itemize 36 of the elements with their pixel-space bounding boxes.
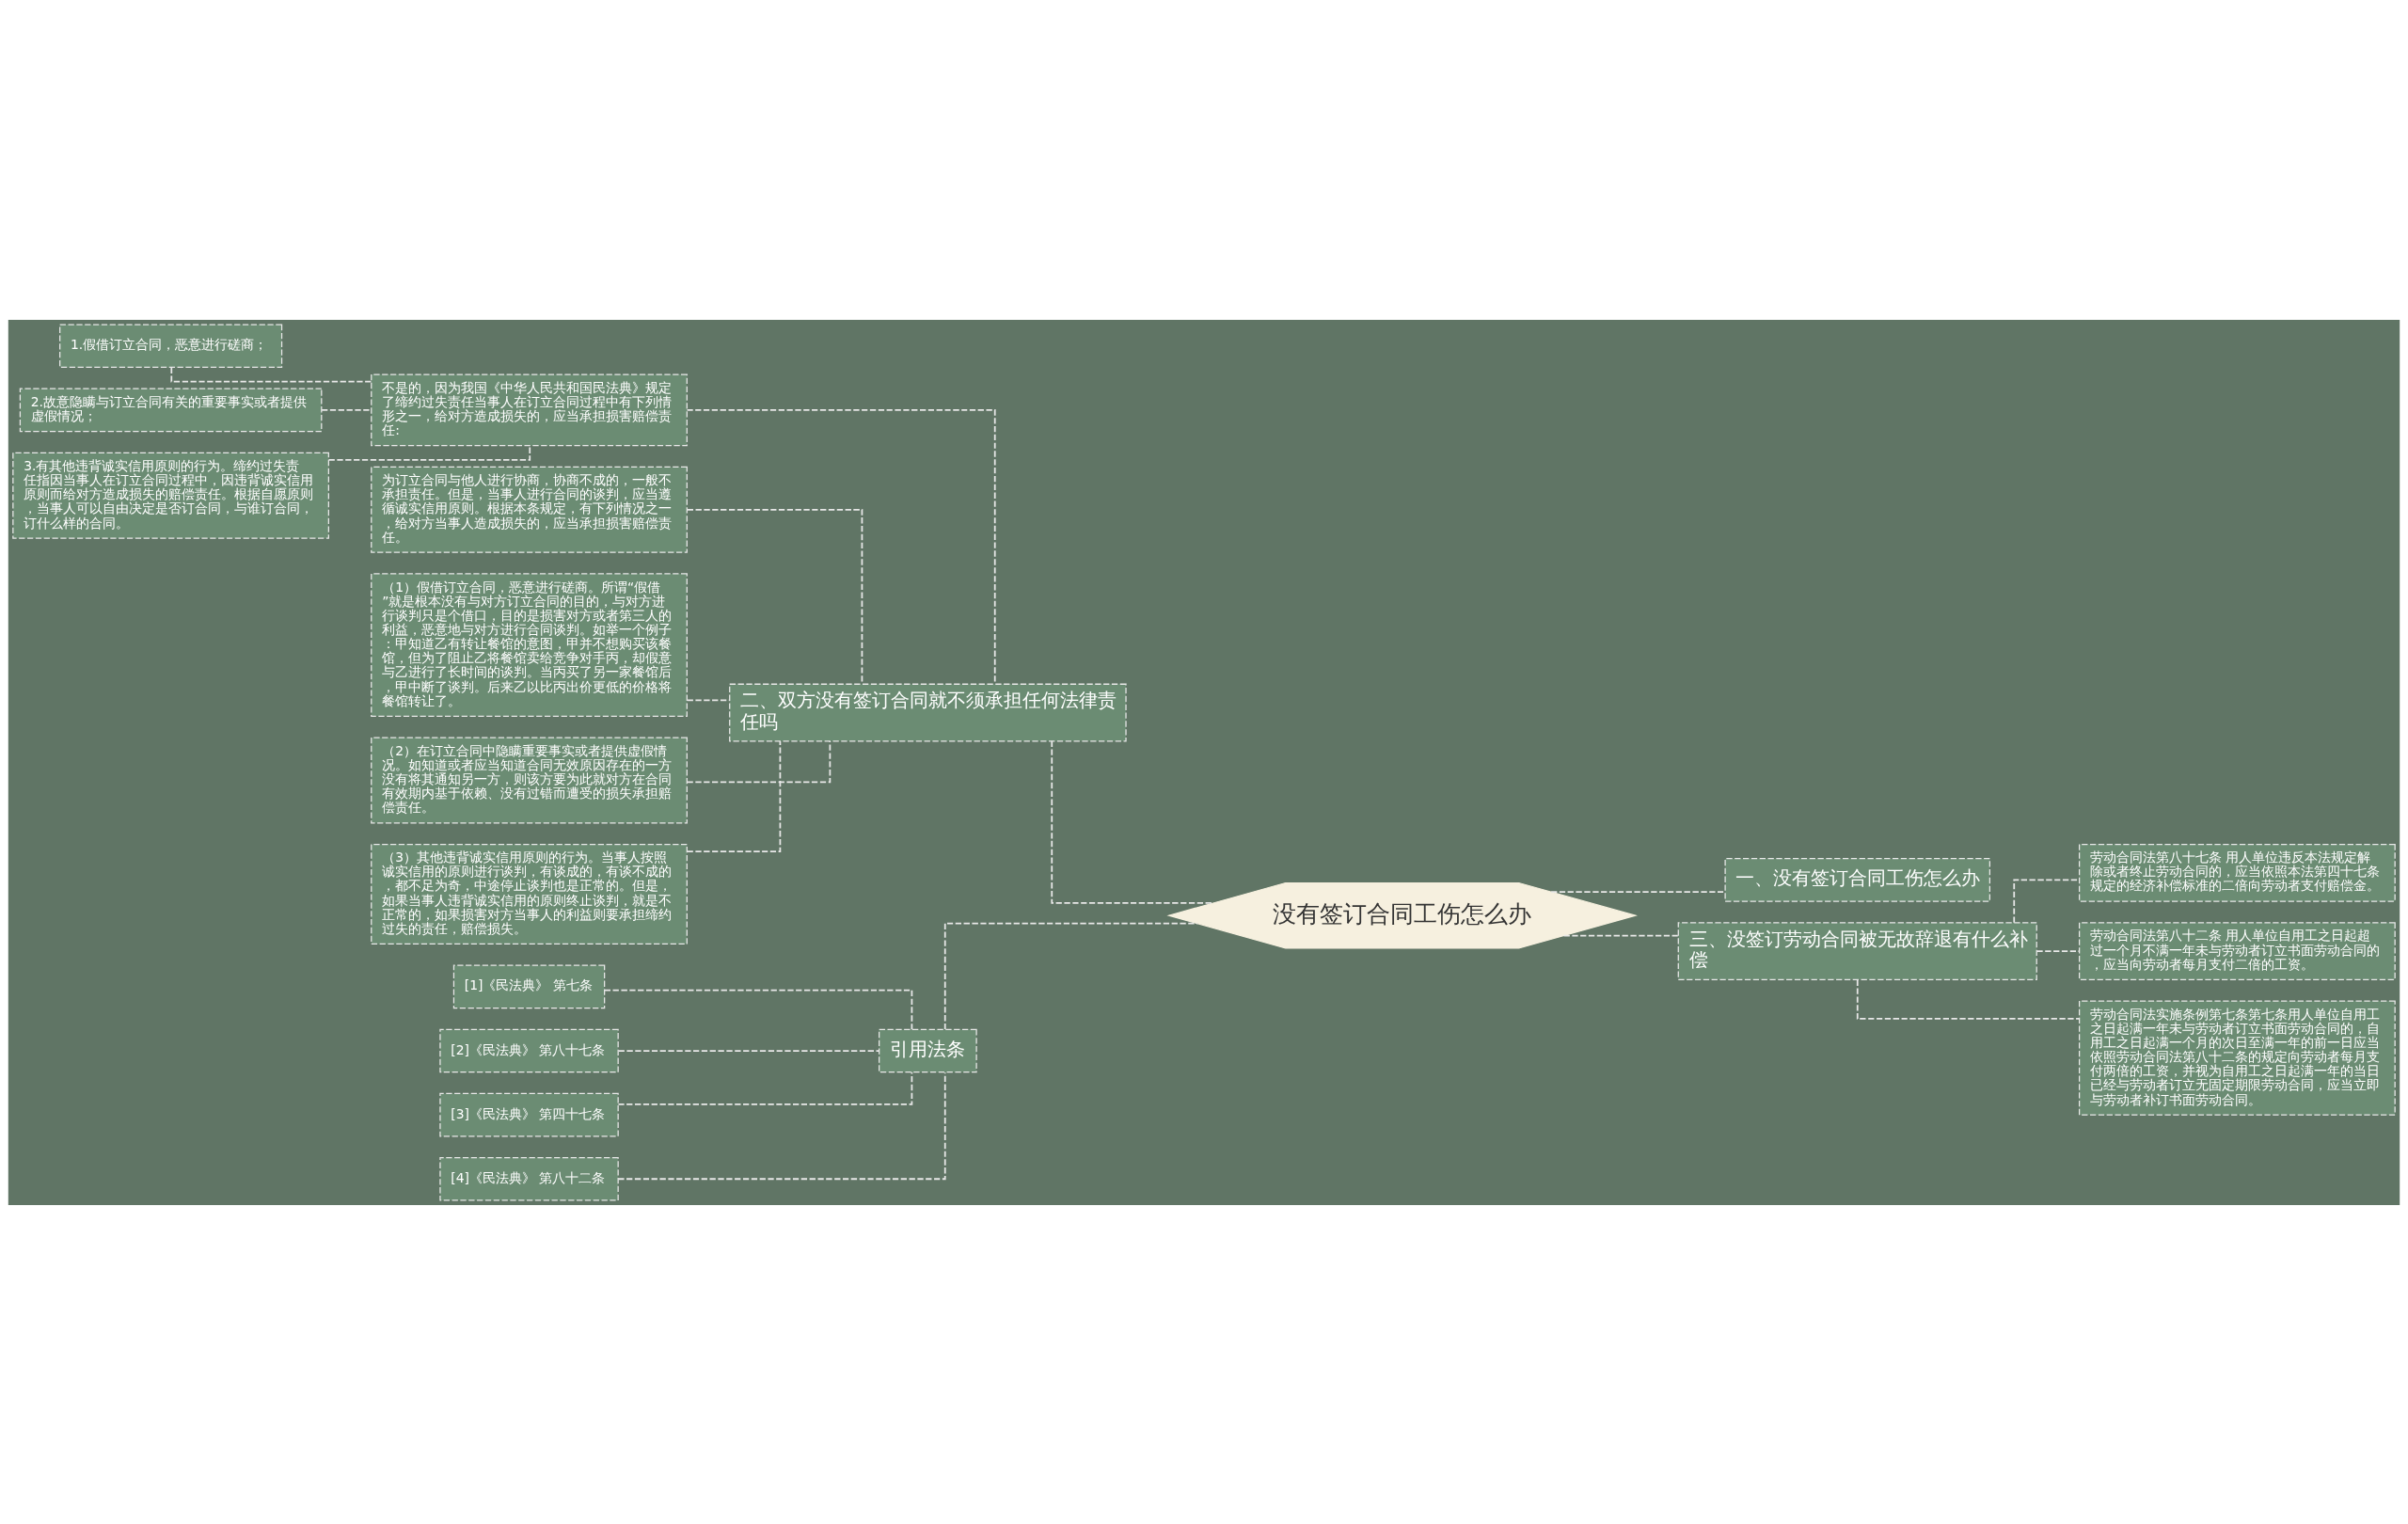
node-box: [3]《民法典》 第四十七条 [439,1092,619,1136]
connector [686,408,996,685]
connector [604,989,913,1030]
connector [1550,890,1726,893]
connector [943,922,1198,1030]
connector [617,1071,913,1105]
node-box: 引用法条 [879,1028,977,1072]
node-box: 1.假借订立合同，恶意进行磋商； [59,323,283,368]
node-box: 为订立合同与他人进行协商，协商不成的，一般不承担责任。但是，当事人进行合同的谈判，应当遵循诚实信用原则。根据本条规定，有下列情况之一，给对方当事人造成损失的，应当承担损害赔偿责任。 [371,466,688,553]
node-box: 不是的，因为我国《中华人民共和国民法典》规定了缔约过失责任当事人在订立合同过程中有下列情形之一，给对方造成损失的，应当承担损害赔偿责任: [371,373,688,446]
connector [617,1049,879,1052]
node-box: 劳动合同法第八十二条 用人单位自用工之日起超过一个月不满一年未与劳动者订立书面劳动合同的，应当向劳动者每月支付二倍的工资。 [2079,921,2396,980]
node-box: 3.有其他违背诚实信用原则的行为。缔约过失责任指因当事人在订立合同过程中，因违背诚实信用原则而给对方造成损失的赔偿责任。根据自愿原则，当事人可以自由决定是否订合同，与谁订合同，订什么样的合同。 [12,452,329,539]
connector [686,739,782,852]
node-box: 劳动合同法第八十七条 用人单位违反本法规定解除或者终止劳动合同的，应当依照本法第四十七条规定的经济补偿标准的二倍向劳动者支付赔偿金。 [2079,843,2396,902]
connector [686,508,863,685]
node-box: [1]《民法典》 第七条 [452,964,606,1008]
node-box: 劳动合同法实施条例第七条第七条用人单位自用工之日起满一年未与劳动者订立书面劳动合同的，自用工之日起满一个月的次日至满一年的前一日应当依照劳动合同法第八十二条的规定向劳动者每月支付两倍的工资，并视为自用工之日起满一年的当日已经与劳动者订立无固定期限劳动合同，应当立即与劳动者补订书面劳动合同。 [2079,999,2396,1116]
node-box: （1）假借订立合同，恶意进行磋商。所谓“假借”就是根本没有与对方订立合同的目的，与对方进行谈判只是个借口，目的是损害对方或者第三人的利益，恶意地与对方进行合同谈判。如举一个例子：甲知道乙有转让餐馆的意图，甲并不想购买该餐馆，但为了阻止乙将餐馆卖给竞争对手丙，却假意与乙进行了长时间的谈判。当丙买了另一家餐馆后，甲中断了谈判。后来乙以比丙出价更低的价格将餐馆转让了。 [371,572,688,717]
connector [1051,739,1214,904]
connector [1562,934,1679,936]
connector [170,366,372,382]
connector [321,408,372,411]
connector [617,1071,946,1180]
node-box: [2]《民法典》 第八十七条 [439,1028,619,1072]
node-box: 三、没签订劳动合同被无故辞退有什么补偿 [1677,921,2037,980]
node-box: 2.故意隐瞒与订立合同有关的重要事实或者提供虚假情况； [19,388,323,432]
node-box: （2）在订立合同中隐瞒重要事实或者提供虚假情况。如知道或者应当知道合同无效原因存在的一方没有将其通知另一方，则该方要为此就对方在合同有效期内基于依赖、没有过错而遭受的损失承担赔偿责任。 [371,736,688,823]
connector [686,739,832,783]
connector [1856,978,2080,1020]
node-box: [4]《民法典》 第八十二条 [439,1156,619,1201]
connector [686,698,731,701]
node-box: （3）其他违背诚实信用原则的行为。当事人按照诚实信用的原则进行谈判，有谈成的，有谈不成的，都不足为奇，中途停止谈判也是正常的。但是，如果当事人违背诚实信用的原则终止谈判，就是不正常的，如果损害对方当事人的利益则要承担缔约过失的责任，赔偿损失。 [371,843,688,945]
connector [2036,949,2081,952]
node-box: 二、双方没有签订合同就不须承担任何法律责任吗 [729,683,1127,741]
node-box: 一、没有签订合同工伤怎么办 [1724,857,1990,902]
